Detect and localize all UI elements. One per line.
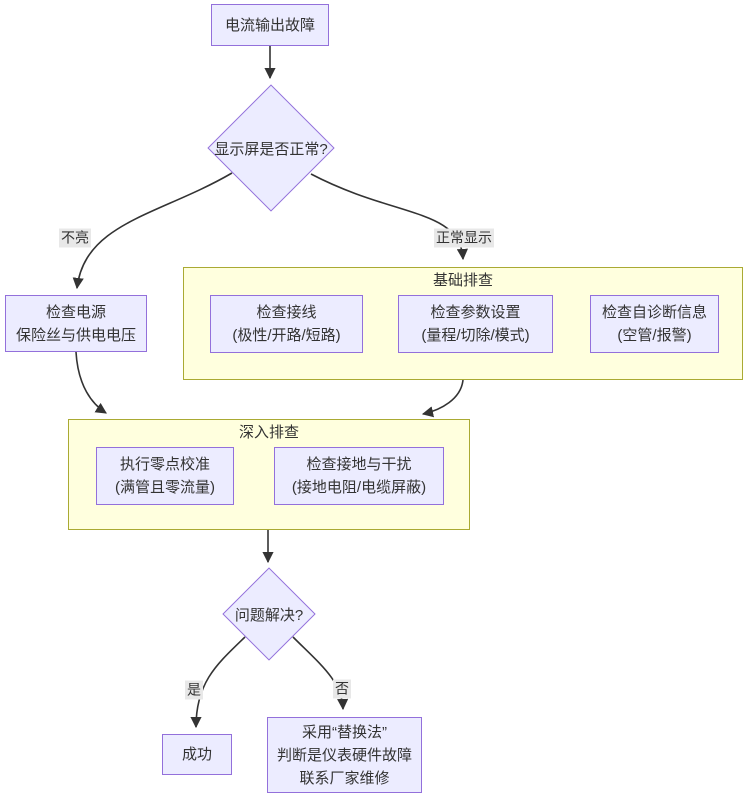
edge-display-to-power bbox=[72, 172, 233, 290]
edge-label-not-lit: 不亮 bbox=[59, 228, 91, 248]
node-check-wiring: 检查接线 (极性/开路/短路) bbox=[210, 295, 363, 353]
node-zero-calibration: 执行零点校准 (满管且零流量) bbox=[96, 447, 234, 505]
decision-display-label: 显示屏是否正常? bbox=[214, 140, 328, 158]
node-success: 成功 bbox=[162, 734, 232, 775]
edge-label-no: 否 bbox=[333, 679, 351, 699]
node-check-power: 检查电源 保险丝与供电电压 bbox=[5, 295, 147, 352]
group-deep-troubleshooting: 深入排查 执行零点校准 (满管且零流量) 检查接地与干扰 (接地电阻/电缆屏蔽) bbox=[68, 419, 470, 530]
decision-problem-solved: 问题解决? bbox=[222, 567, 316, 661]
edge-label-normal-display: 正常显示 bbox=[434, 228, 494, 248]
node-check-grounding: 检查接地与干扰 (接地电阻/电缆屏蔽) bbox=[274, 447, 444, 505]
node-check-diagnostics: 检查自诊断信息 (空管/报警) bbox=[590, 295, 719, 353]
node-fault: 电流输出故障 bbox=[211, 4, 329, 46]
group-basic-title: 基础排查 bbox=[432, 272, 493, 289]
edge-label-yes: 是 bbox=[185, 680, 203, 700]
node-check-parameters: 检查参数设置 (量程/切除/模式) bbox=[398, 295, 553, 353]
node-replacement-method: 采用“替换法” 判断是仪表硬件故障 联系厂家维修 bbox=[267, 717, 422, 793]
edge-basic-to-deep-group bbox=[421, 379, 464, 418]
edge-solved-to-replace bbox=[292, 636, 349, 711]
decision-solved-label: 问题解决? bbox=[234, 606, 304, 624]
edge-solved-to-success bbox=[190, 636, 246, 729]
group-basic-troubleshooting: 基础排查 检查接线 (极性/开路/短路) 检查参数设置 (量程/切除/模式) 检… bbox=[183, 267, 743, 380]
edge-power-to-deep-group bbox=[75, 351, 107, 414]
decision-display-normal: 显示屏是否正常? bbox=[207, 84, 335, 212]
group-deep-title: 深入排查 bbox=[238, 424, 299, 441]
